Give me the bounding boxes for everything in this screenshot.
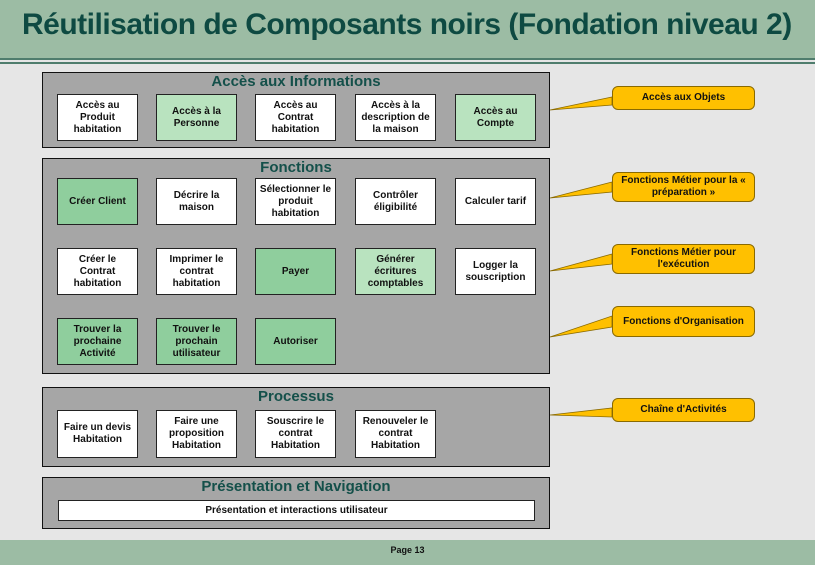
callout-fonctions-preparation: Fonctions Métier pour la « préparation » xyxy=(612,172,755,202)
callout-acces-objets: Accès aux Objets xyxy=(612,86,755,110)
section-title: Présentation et Navigation xyxy=(201,478,391,495)
connector-acces-objets xyxy=(549,96,613,111)
section-title: Accès aux Informations xyxy=(211,73,381,90)
box-calculer-tarif: Calculer tarif xyxy=(455,178,536,225)
connector-execution xyxy=(549,253,613,272)
box-acces-compte: Accès au Compte xyxy=(455,94,536,141)
box-presentation-interactions: Présentation et interactions utilisateur xyxy=(58,500,535,521)
connector-preparation xyxy=(549,181,613,199)
box-acces-description: Accès à la description de la maison xyxy=(355,94,436,141)
box-acces-personne: Accès à la Personne xyxy=(156,94,237,141)
box-autoriser: Autoriser xyxy=(255,318,336,365)
box-selectionner-produit: Sélectionner le produit habitation xyxy=(255,178,336,225)
box-faire-devis: Faire un devis Habitation xyxy=(57,410,138,458)
box-decrire-maison: Décrire la maison xyxy=(156,178,237,225)
box-acces-produit: Accès au Produit habitation xyxy=(57,94,138,141)
callout-fonctions-execution: Fonctions Métier pour l'exécution xyxy=(612,244,755,274)
header-divider-2 xyxy=(0,62,815,64)
callout-fonctions-organisation: Fonctions d'Organisation xyxy=(612,306,755,337)
connector-chaine xyxy=(549,407,613,418)
box-trouver-utilisateur: Trouver le prochain utilisateur xyxy=(156,318,237,365)
box-acces-contrat: Accès au Contrat habitation xyxy=(255,94,336,141)
box-renouveler-contrat: Renouveler le contrat Habitation xyxy=(355,410,436,458)
section-title: Processus xyxy=(258,388,334,405)
footer-bar xyxy=(0,540,815,565)
header-divider xyxy=(0,58,815,60)
box-creer-client: Créer Client xyxy=(57,178,138,225)
box-logger-souscription: Logger la souscription xyxy=(455,248,536,295)
box-souscrire-contrat: Souscrire le contrat Habitation xyxy=(255,410,336,458)
header-bar xyxy=(0,0,815,58)
box-controler-eligibilite: Contrôler éligibilité xyxy=(355,178,436,225)
box-payer: Payer xyxy=(255,248,336,295)
box-generer-ecritures: Générer écritures comptables xyxy=(355,248,436,295)
box-faire-proposition: Faire une proposition Habitation xyxy=(156,410,237,458)
page-number: Page 13 xyxy=(390,545,425,555)
page-title: Réutilisation de Composants noirs (Fonda… xyxy=(22,8,792,41)
callout-chaine-activites: Chaîne d'Activités xyxy=(612,398,755,422)
box-trouver-activite: Trouver la prochaine Activité xyxy=(57,318,138,365)
connector-organisation xyxy=(549,315,613,338)
box-creer-contrat: Créer le Contrat habitation xyxy=(57,248,138,295)
section-title: Fonctions xyxy=(260,159,332,176)
box-imprimer-contrat: Imprimer le contrat habitation xyxy=(156,248,237,295)
